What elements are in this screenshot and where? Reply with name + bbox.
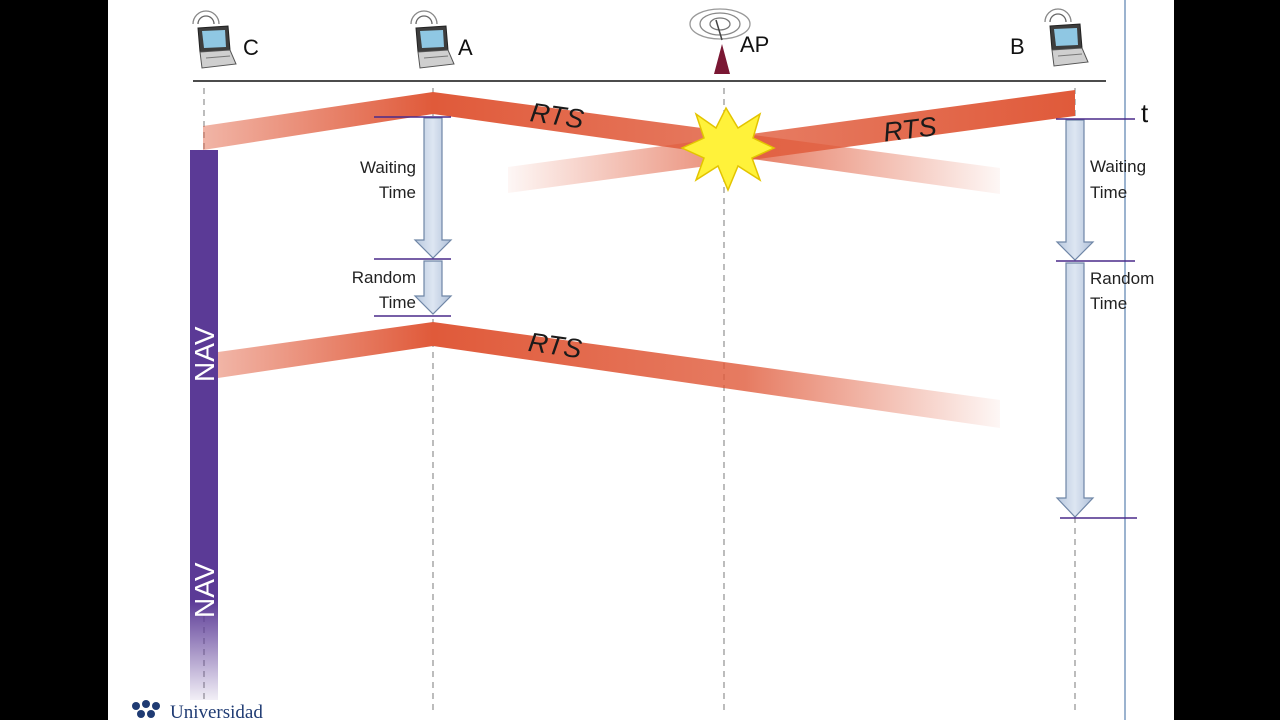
station-b: B [1010, 8, 1089, 67]
svg-text:Random: Random [1090, 269, 1154, 288]
laptop-wifi-icon [192, 10, 237, 69]
svg-text:Time: Time [379, 183, 416, 202]
rts-a-second [433, 322, 1000, 428]
collision-burst-icon [680, 106, 776, 192]
b-random-label: Random Time [1090, 269, 1154, 313]
rts-a-to-c [203, 92, 433, 150]
node-label-ap: AP [740, 32, 769, 57]
b-waiting-label: Waiting Time [1090, 157, 1146, 202]
nav-label-second: NAV [189, 562, 220, 618]
time-axis-label: t [1141, 98, 1149, 128]
a-waiting-arrow [413, 117, 453, 259]
a-waiting-label: Waiting Time [360, 158, 416, 202]
university-name: Universidad [170, 702, 263, 720]
svg-text:Time: Time [1090, 294, 1127, 313]
slide-canvas: RTS RTS RTS NAV NAV t Waiting Time Rando… [108, 0, 1174, 720]
station-a: A [410, 10, 473, 69]
rts-label-a-second: RTS [526, 327, 583, 364]
svg-text:Random: Random [352, 268, 416, 287]
a-random-label: Random Time [352, 268, 416, 312]
node-label-a: A [458, 35, 473, 60]
svg-text:Time: Time [1090, 183, 1127, 202]
rts-label-b: RTS [882, 111, 939, 147]
svg-text:Time: Time [379, 293, 416, 312]
laptop-wifi-icon [410, 10, 455, 69]
university-logo-icon [132, 700, 160, 718]
svg-text:Waiting: Waiting [1090, 157, 1146, 176]
rts-label-a-first: RTS [528, 97, 585, 134]
node-label-b: B [1010, 34, 1025, 59]
svg-text:Waiting: Waiting [360, 158, 416, 177]
timing-diagram: RTS RTS RTS NAV NAV t Waiting Time Rando… [132, 0, 1154, 720]
node-label-c: C [243, 35, 259, 60]
rts-b [508, 90, 1075, 193]
b-random-arrow [1055, 262, 1095, 518]
nav-bar [190, 150, 218, 700]
laptop-wifi-icon [1044, 8, 1089, 67]
nav-label-first: NAV [189, 326, 220, 382]
university-logo: Universidad [132, 700, 263, 720]
access-point-antenna-icon [689, 8, 751, 74]
access-point: AP [689, 8, 769, 74]
a-random-arrow [413, 260, 453, 315]
rts-a-to-c-second [218, 322, 433, 378]
b-waiting-arrow [1055, 119, 1095, 261]
station-c: C [192, 10, 259, 69]
time-markers [374, 116, 1137, 519]
